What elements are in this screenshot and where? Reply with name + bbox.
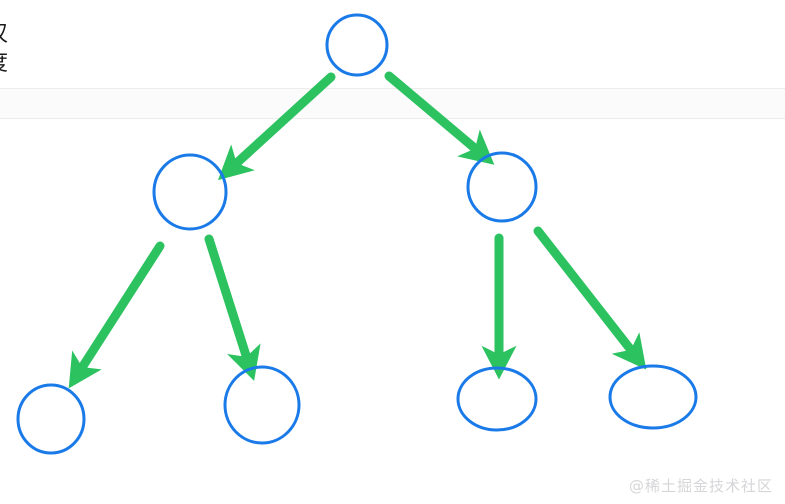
tree-node-r2a <box>456 366 538 432</box>
clipped-label-line-1: 汉 <box>0 20 32 50</box>
nodes-layer <box>16 13 698 455</box>
edge-root-to-r1 <box>384 71 495 165</box>
tree-node-r1 <box>466 151 538 223</box>
clipped-label-line-2: 度 <box>0 49 32 79</box>
divider-upper <box>0 88 785 89</box>
tree-node-l2b <box>223 365 301 445</box>
edge-root-to-l1 <box>218 72 336 181</box>
divider-lower <box>0 118 785 119</box>
tree-node-root <box>325 13 389 77</box>
tree-node-r2b <box>608 364 698 430</box>
edge-r1-to-r2b <box>533 226 647 370</box>
edge-l1-to-l2a <box>68 241 165 389</box>
edges-layer <box>68 71 647 389</box>
edge-l1-to-l2b <box>204 234 261 381</box>
tree-node-l2a <box>16 383 86 455</box>
watermark-text: @稀土掘金技术社区 <box>628 477 773 495</box>
tree-node-l1 <box>152 153 228 231</box>
toolbar-band <box>0 88 785 118</box>
